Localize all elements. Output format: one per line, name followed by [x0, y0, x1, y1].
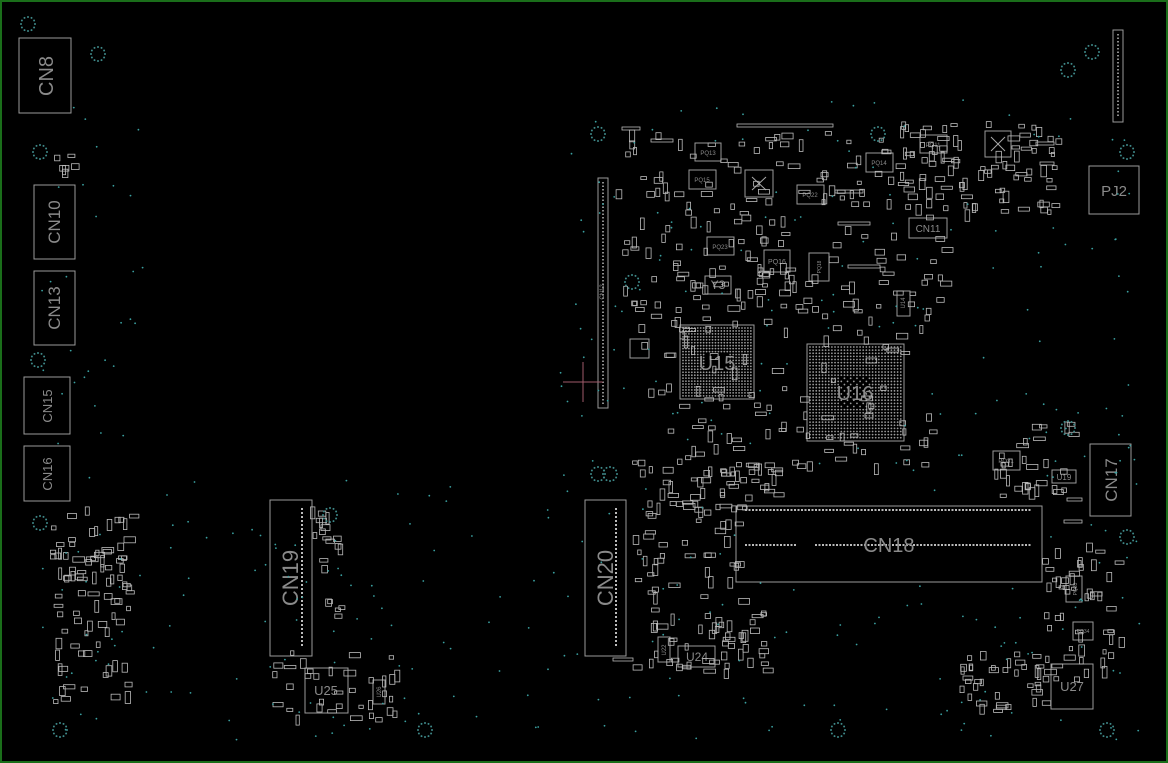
- connector-cn12-label: CN12: [600, 284, 606, 300]
- chip-u16-label: U16: [837, 383, 874, 405]
- connector-top-right-strip: [1112, 29, 1124, 123]
- connector-cn13[interactable]: CN13: [33, 270, 76, 346]
- mosfet-pq15[interactable]: PQ15: [688, 169, 717, 190]
- mosfet-pq23[interactable]: PQ23: [706, 236, 735, 256]
- chip-u14-label: U14: [901, 297, 907, 309]
- mosfet-pq14[interactable]: PQ14: [865, 152, 894, 173]
- connector-cn19-label: CN19: [278, 550, 303, 606]
- connector-cn16[interactable]: CN16: [23, 445, 71, 502]
- chip-u27[interactable]: U27: [1050, 663, 1094, 710]
- mosfet-pq18[interactable]: PQ18: [808, 252, 830, 282]
- chip-u26-label: U26: [377, 686, 383, 698]
- origin-crosshair: [563, 362, 603, 402]
- chip-u19[interactable]: U19: [1051, 469, 1077, 484]
- chip-u26[interactable]: U26: [372, 679, 386, 705]
- mosfet-pq22[interactable]: PQ22: [796, 184, 825, 205]
- chip-u27-label: U27: [1060, 679, 1084, 694]
- connector-cn13-label: CN13: [45, 286, 64, 329]
- connector-pj2[interactable]: PJ2: [1088, 165, 1140, 215]
- connector-cn17-label: CN17: [1102, 458, 1121, 501]
- connector-cn18[interactable]: CN18: [735, 505, 1043, 583]
- chip-u15-label: U15: [699, 353, 736, 375]
- connector-cn12[interactable]: CN12: [597, 177, 609, 409]
- mosfet-pq16[interactable]: PQ16: [763, 249, 791, 273]
- mosfet-pq23-label: PQ23: [712, 245, 728, 251]
- mounting-holes: [20, 16, 1135, 738]
- connector-cn11[interactable]: CN11: [908, 217, 948, 239]
- connector-cn8-label: CN8: [36, 56, 58, 96]
- connector-cn15-label: CN15: [40, 389, 55, 422]
- chip-u16[interactable]: U16: [806, 343, 905, 442]
- connector-cn8[interactable]: CN8: [18, 37, 72, 114]
- chip-u25-label: U25: [314, 683, 338, 698]
- chip-u22[interactable]: U22: [657, 636, 671, 663]
- crystal-y3[interactable]: Y3: [704, 275, 732, 295]
- connector-cn10[interactable]: CN10: [33, 184, 76, 260]
- connector-cn18-label: CN18: [863, 535, 914, 557]
- crystal-y3-label: Y3: [711, 278, 726, 292]
- chip-u15[interactable]: U15: [679, 324, 755, 400]
- mosfet-pq22-label: PQ22: [802, 193, 818, 199]
- connector-cn20[interactable]: CN20: [584, 499, 627, 657]
- mosfet-pq16-label: PQ16: [768, 259, 786, 266]
- mosfet-pq15-label: PQ15: [694, 178, 710, 184]
- connector-cn19[interactable]: CN19: [269, 499, 313, 657]
- chip-u19-label: U19: [1057, 473, 1072, 482]
- connector-cn11-label: CN11: [916, 224, 941, 235]
- connector-cn10-label: CN10: [45, 200, 64, 243]
- connector-cn17[interactable]: CN17: [1089, 443, 1132, 517]
- chip-u25[interactable]: U25: [304, 667, 349, 714]
- chip-qfn-b: [984, 130, 1012, 158]
- smd-pads: [50, 121, 1125, 726]
- mosfet-pq13-label: PQ13: [700, 151, 716, 157]
- chip-u22-label: U22: [662, 644, 668, 656]
- mosfet-pq18-label: PQ18: [817, 260, 823, 273]
- connector-pj2-label: PJ2: [1101, 183, 1127, 200]
- vias: [41, 99, 1141, 741]
- mosfet-pq14-label: PQ14: [871, 161, 887, 167]
- connector-cn16-label: CN16: [40, 457, 55, 490]
- connector-cn20-label: CN20: [593, 550, 618, 606]
- connector-cn15[interactable]: CN15: [23, 376, 71, 435]
